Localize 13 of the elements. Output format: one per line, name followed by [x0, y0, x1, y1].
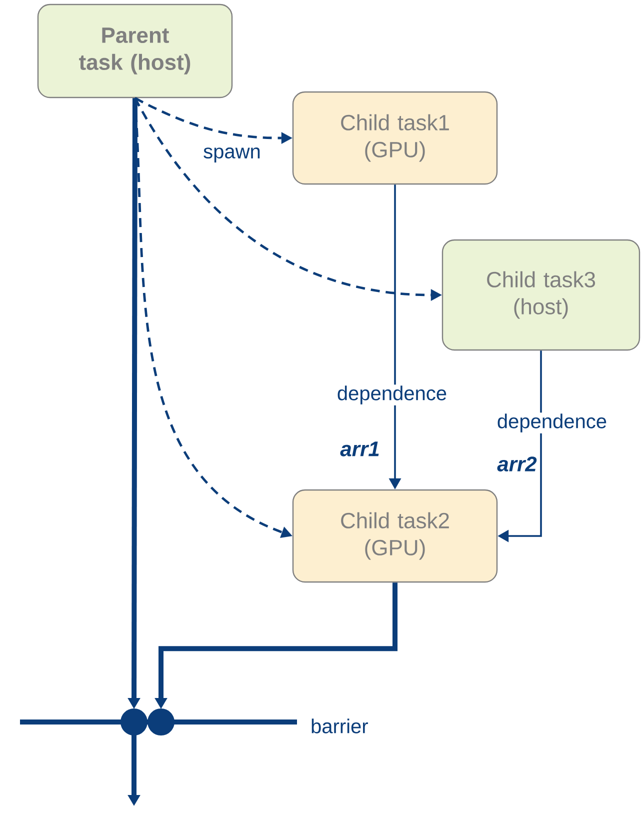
- arrow: [134, 98, 442, 301]
- edge-label: dependence: [496, 412, 608, 434]
- arrow: [134, 97, 292, 144]
- task-box: Parent task (host): [37, 4, 233, 98]
- edge-label: dependence: [336, 384, 448, 406]
- task-box: Child task3 (host): [442, 239, 640, 351]
- array-label: arr2: [496, 456, 538, 472]
- barrier-line: [20, 708, 297, 736]
- task-box: Child task1 (GPU): [292, 91, 498, 185]
- task-box: Child task2 (GPU): [292, 489, 498, 583]
- barrier-label: barrier: [312, 718, 368, 734]
- edge-label: spawn: [202, 146, 262, 164]
- array-label: arr1: [339, 440, 381, 458]
